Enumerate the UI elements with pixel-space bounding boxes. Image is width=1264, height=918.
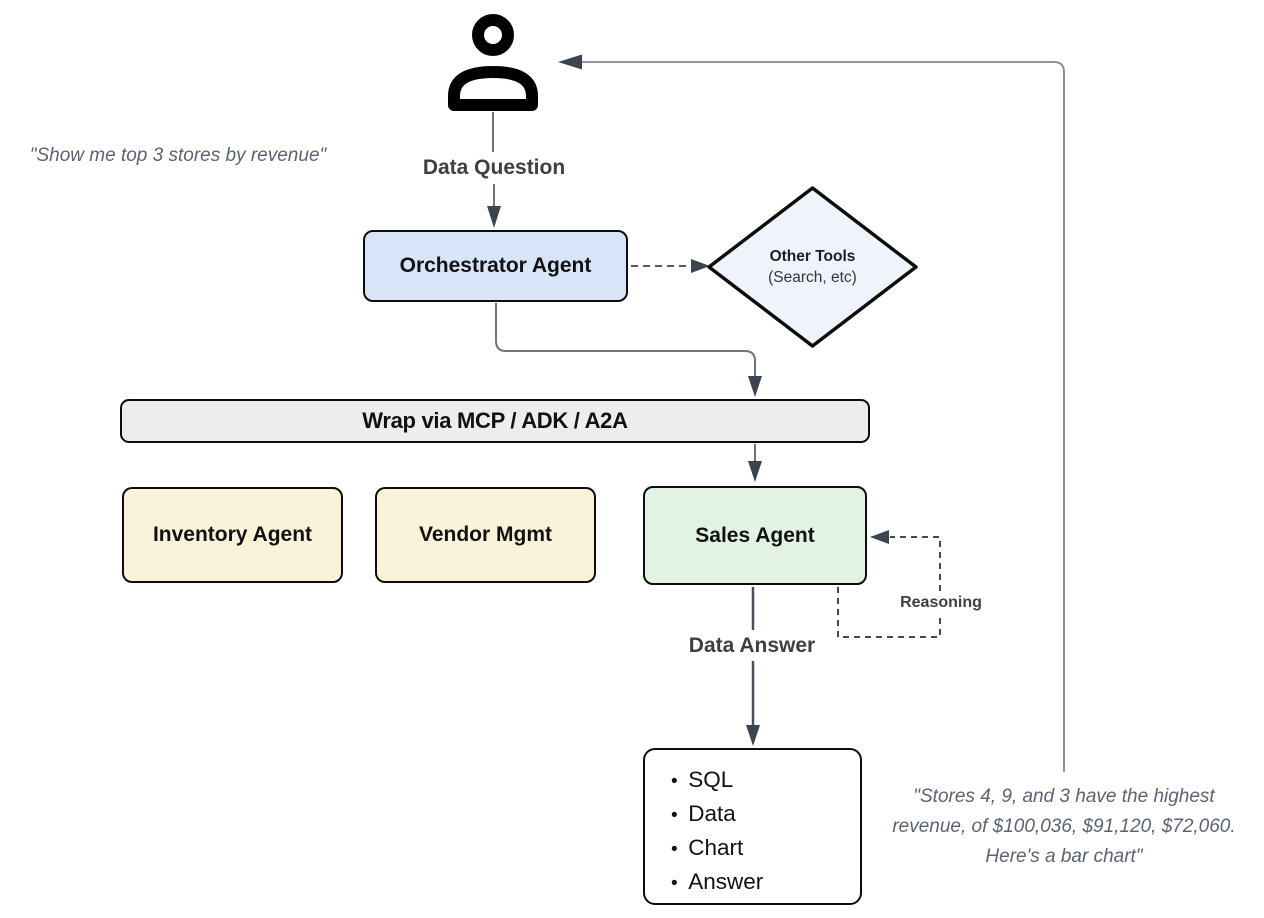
data-answer-label: Data Answer xyxy=(682,634,822,658)
answer-quote-line-1: "Stores 4, 9, and 3 have the highest xyxy=(913,786,1215,807)
output-item-chart: Chart xyxy=(671,832,860,866)
arrowhead-into-output-box xyxy=(746,725,760,746)
other-tools-title: Other Tools xyxy=(769,248,856,265)
other-tools-node: Other Tools (Search, etc) xyxy=(705,184,920,350)
output-item-answer: Answer xyxy=(671,866,860,900)
answer-quote-line-3: Here's a bar chart" xyxy=(985,846,1143,867)
arrowhead-into-orchestrator xyxy=(487,206,501,228)
wrap-bar-label: Wrap via MCP / ADK / A2A xyxy=(362,408,628,433)
wrap-mcp-adk-a2a-bar: Wrap via MCP / ADK / A2A xyxy=(120,399,870,443)
sales-agent-node: Sales Agent xyxy=(643,486,867,585)
sales-agent-label: Sales Agent xyxy=(695,523,815,547)
output-item-sql: SQL xyxy=(671,764,860,798)
user-question-quote: "Show me top 3 stores by revenue" xyxy=(29,145,327,166)
inventory-agent-label: Inventory Agent xyxy=(152,523,313,546)
answer-quote: "Stores 4, 9, and 3 have the highest rev… xyxy=(868,782,1260,872)
arrowhead-into-sales-agent xyxy=(748,461,762,482)
arrowhead-into-wrap-bar xyxy=(748,376,762,397)
arrowhead-into-user xyxy=(558,54,582,70)
data-question-label: Data Question xyxy=(416,156,572,180)
arrowhead-reasoning-into-sales xyxy=(870,530,889,544)
inventory-agent-node: Inventory Agent xyxy=(122,487,343,583)
answer-quote-line-2: revenue, of $100,036, $91,120, $72,060. xyxy=(892,816,1236,837)
user-person-icon xyxy=(443,6,543,112)
arrowhead-into-other-tools xyxy=(691,259,710,273)
vendor-mgmt-node: Vendor Mgmt xyxy=(375,487,596,583)
connector-orchestrator-to-wrap xyxy=(495,303,756,377)
vendor-mgmt-label: Vendor Mgmt xyxy=(418,523,552,546)
reasoning-label: Reasoning xyxy=(894,593,988,613)
connector-reasoning-loop xyxy=(837,536,941,638)
output-item-data: Data xyxy=(671,798,860,832)
other-tools-diamond-shape xyxy=(707,186,918,348)
output-box: SQL Data Chart Answer xyxy=(643,748,862,905)
orchestrator-agent-label: Orchestrator Agent xyxy=(399,254,592,277)
orchestrator-agent-node: Orchestrator Agent xyxy=(363,230,628,302)
connector-feedback-to-user xyxy=(582,61,1065,772)
other-tools-subtitle: (Search, etc) xyxy=(768,269,857,286)
